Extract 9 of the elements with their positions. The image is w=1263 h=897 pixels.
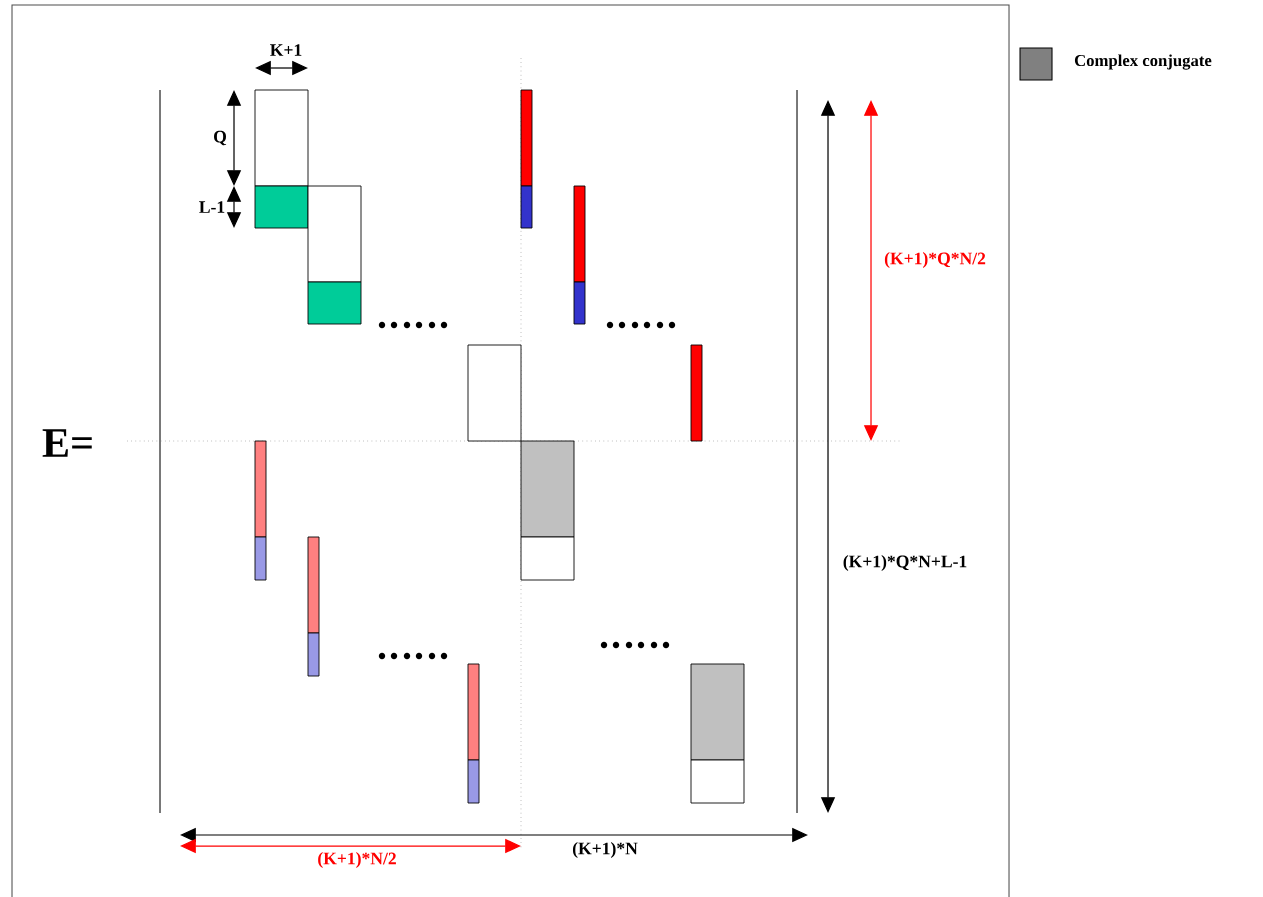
- dimension-label: (K+1)*Q*N/2: [884, 252, 986, 268]
- dimension-label: (K+1)*N/2: [318, 852, 396, 868]
- equation-label: E=: [42, 429, 92, 457]
- dimension-label: K+1: [270, 44, 302, 56]
- dimension-label: L-1: [199, 201, 225, 213]
- dimension-label: (K+1)*Q*N+L-1: [843, 555, 967, 571]
- legend-label: Complex conjugate: [1074, 54, 1212, 70]
- dimension-label: Q: [214, 130, 227, 146]
- dimension-label: (K+1)*N: [572, 842, 638, 858]
